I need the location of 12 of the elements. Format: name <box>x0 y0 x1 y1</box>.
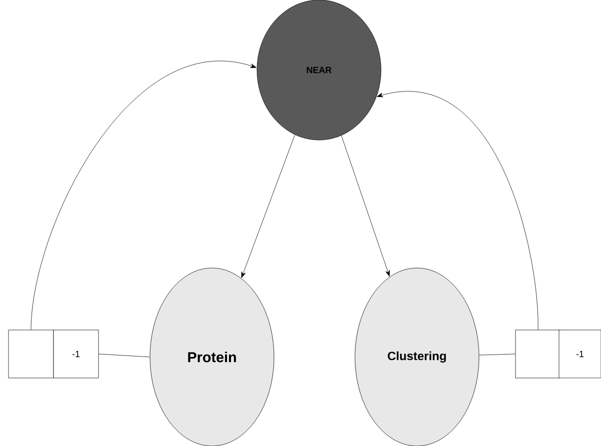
curved-arrow <box>376 91 538 330</box>
connector-line <box>98 354 150 358</box>
record-cell <box>8 330 54 378</box>
record-cell: -1 <box>558 330 601 378</box>
record-cell <box>515 330 561 378</box>
arrow <box>241 134 296 278</box>
ellipse-node: Clustering <box>354 268 480 446</box>
connector-line <box>478 354 516 356</box>
arrow <box>341 135 390 277</box>
ellipse-node: Protein <box>150 268 274 446</box>
record-cell: -1 <box>53 330 99 378</box>
curved-arrow <box>30 60 256 330</box>
